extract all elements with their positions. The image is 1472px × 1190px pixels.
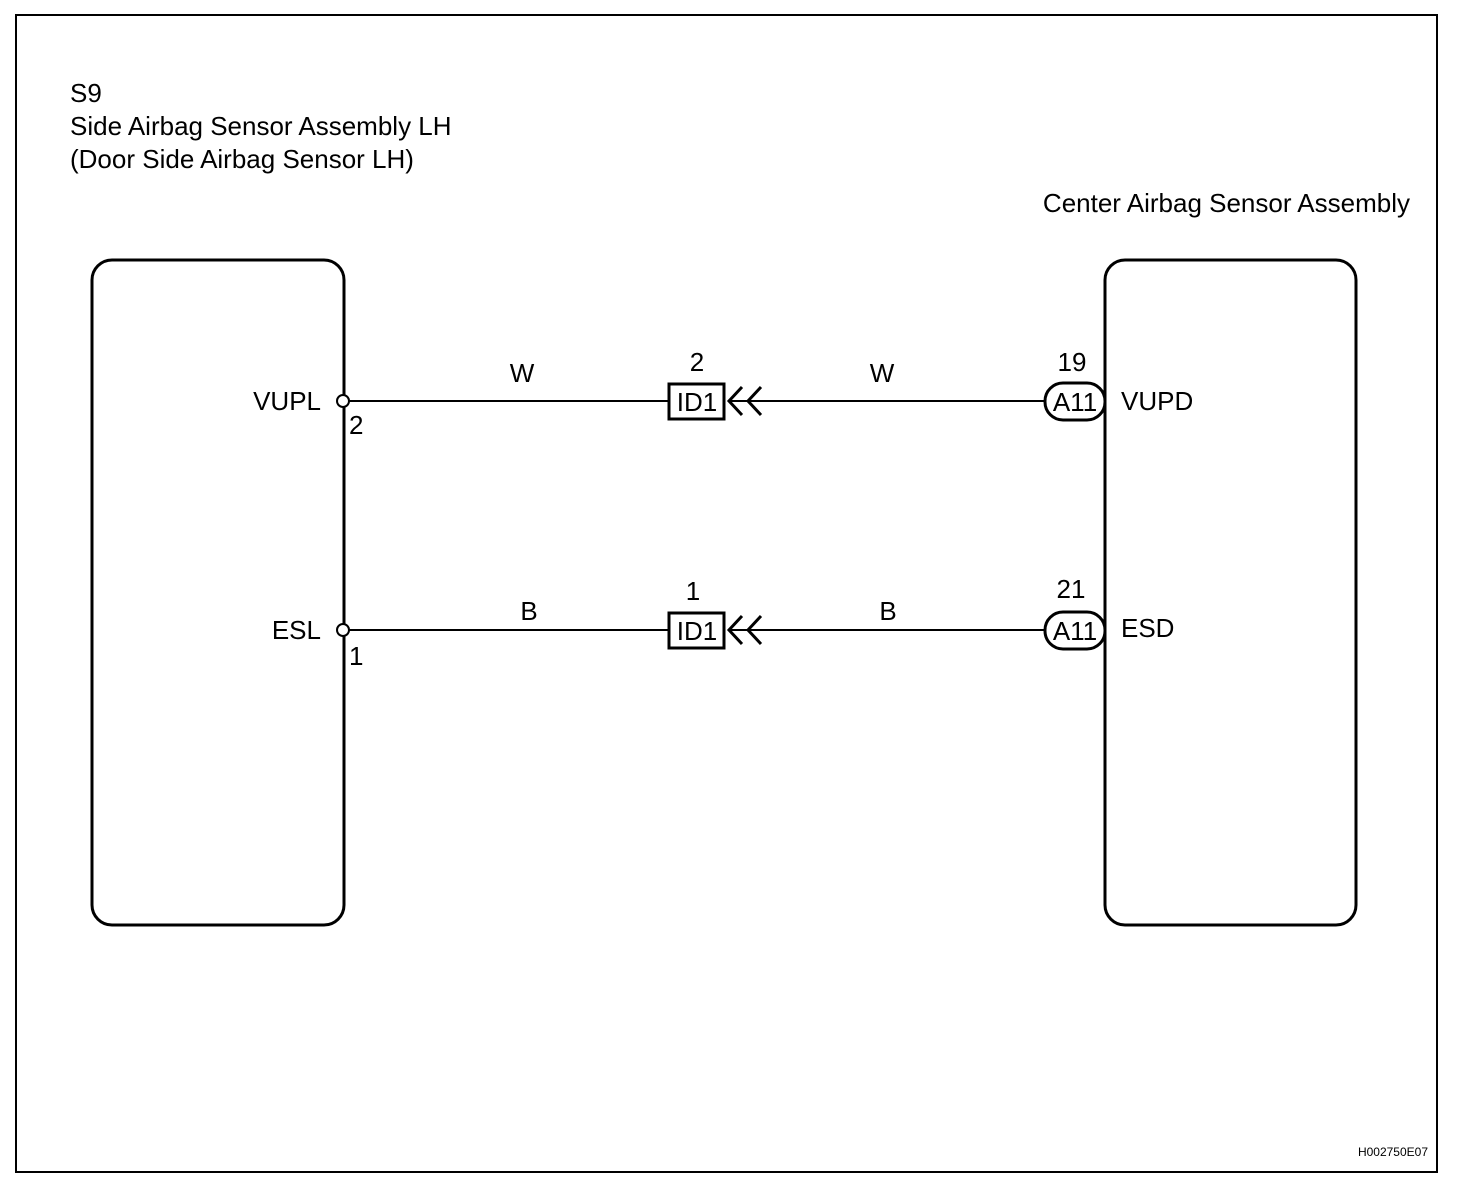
left-pin-number: 2: [349, 410, 363, 440]
circuit-esl-esd: ESL 1 B 1 ID1 B 21 A11 ESD: [272, 574, 1175, 671]
right-terminal-name: VUPD: [1121, 386, 1193, 416]
right-pin-number: 19: [1058, 347, 1087, 377]
terminal-circle: [336, 394, 350, 408]
connector-arrow-icon: [726, 614, 763, 646]
left-component-code: S9: [70, 78, 102, 108]
left-terminal-name: ESL: [272, 615, 321, 645]
right-wire-color: W: [870, 358, 895, 388]
junction-connector-box: [667, 611, 726, 650]
junction-connector-label: ID1: [677, 387, 717, 417]
right-wire-color: B: [879, 596, 896, 626]
left-wire-color: W: [510, 358, 535, 388]
junction-connector-box: [667, 382, 726, 421]
junction-pin-number: 2: [690, 347, 704, 377]
right-connector-oval: [1043, 610, 1107, 651]
right-connector-label: A11: [1053, 616, 1097, 646]
right-component-box: [1103, 258, 1358, 927]
circuit-vupl-vupd: VUPL 2 W 2 ID1 W 19 A11 VUPD: [253, 347, 1193, 440]
left-component-name: Side Airbag Sensor Assembly LH: [70, 111, 452, 141]
right-connector-label: A11: [1053, 387, 1097, 417]
left-component-box: [90, 258, 346, 927]
right-connector-oval: [1043, 381, 1107, 422]
left-terminal-name: VUPL: [253, 386, 321, 416]
junction-connector-label: ID1: [677, 616, 717, 646]
left-component-subname: (Door Side Airbag Sensor LH): [70, 144, 414, 174]
junction-pin-number: 1: [686, 576, 700, 606]
figure-code: H002750E07: [1358, 1145, 1428, 1159]
terminal-circle: [336, 623, 350, 637]
right-terminal-name: ESD: [1121, 613, 1174, 643]
left-wire-color: B: [520, 596, 537, 626]
left-pin-number: 1: [349, 641, 363, 671]
diagram-frame: [15, 14, 1438, 1173]
right-component-name: Center Airbag Sensor Assembly: [1043, 188, 1410, 218]
connector-arrow-icon: [726, 385, 763, 417]
right-pin-number: 21: [1057, 574, 1086, 604]
